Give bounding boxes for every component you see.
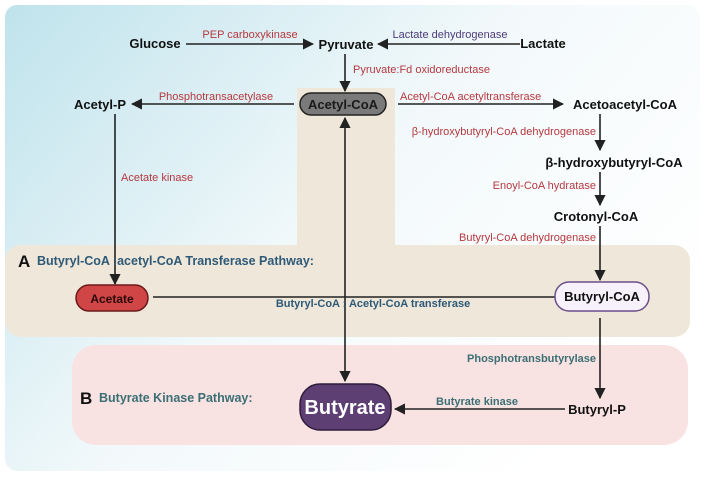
butyryl-coa-label: Butyryl-CoA bbox=[564, 289, 640, 304]
pyruvate-label: Pyruvate bbox=[319, 37, 374, 52]
pathway-a-letter: A bbox=[18, 252, 30, 271]
enzyme-pyruvate-fd-oxidoreductase: Pyruvate:Fd oxidoreductase bbox=[353, 64, 490, 76]
pathway-a-label: Butyryl-CoA :acetyl-CoA Transferase Path… bbox=[37, 254, 314, 268]
enzyme-enoyl-coa-hydratase: Enoyl-CoA hydratase bbox=[493, 180, 596, 192]
enzyme-phosphotransacetylase: Phosphotransacetylase bbox=[159, 91, 273, 103]
enzyme-acetyl-coa-acetyltransferase: Acetyl-CoA acetyltransferase bbox=[400, 91, 541, 103]
acetate-label: Acetate bbox=[90, 292, 134, 306]
enzyme-acetate-kinase: Acetate kinase bbox=[121, 172, 193, 184]
butyryl-p-label: Butyryl-P bbox=[568, 402, 626, 417]
acetate-pill bbox=[75, 284, 149, 312]
butyryl-coa-pill bbox=[554, 281, 650, 312]
butyrate-pill bbox=[299, 383, 392, 431]
acetoacetyl-coa-label: Acetoacetyl-CoA bbox=[573, 97, 678, 112]
glucose-label: Glucose bbox=[129, 36, 180, 51]
enzyme-butyrate-kinase: Butyrate kinase bbox=[436, 396, 518, 408]
acetyl-p-label: Acetyl-P bbox=[74, 97, 126, 112]
hydroxybutyryl-coa-label: β-hydroxybutyryl-CoA bbox=[545, 155, 683, 170]
pathway-b-label: Butyrate Kinase Pathway: bbox=[99, 391, 253, 405]
butyrate-label: Butyrate bbox=[304, 397, 385, 419]
acetyl-coa-pill bbox=[299, 92, 387, 116]
enzyme-hbcd: β-hydroxybutyryl-CoA dehydrogenase bbox=[412, 126, 596, 138]
lactate-label: Lactate bbox=[520, 36, 566, 51]
acetyl-coa-label: Acetyl-CoA bbox=[308, 97, 379, 112]
enzyme-lactate-dehydrogenase: Lactate dehydrogenase bbox=[393, 29, 508, 41]
enzyme-butyryl-coa-dehydrogenase: Butyryl-CoA dehydrogenase bbox=[459, 232, 596, 244]
enzyme-butyryl-acetyl-transferase: Butyryl-CoA : Acetyl-CoA transferase bbox=[276, 298, 470, 310]
pathway-b-letter: B bbox=[80, 389, 92, 408]
enzyme-phosphotransbutyrylase: Phosphotransbutyrylase bbox=[467, 353, 596, 365]
enzyme-pep-carboxykinase: PEP carboxykinase bbox=[202, 29, 297, 41]
crotonyl-coa-label: Crotonyl-CoA bbox=[554, 209, 639, 224]
